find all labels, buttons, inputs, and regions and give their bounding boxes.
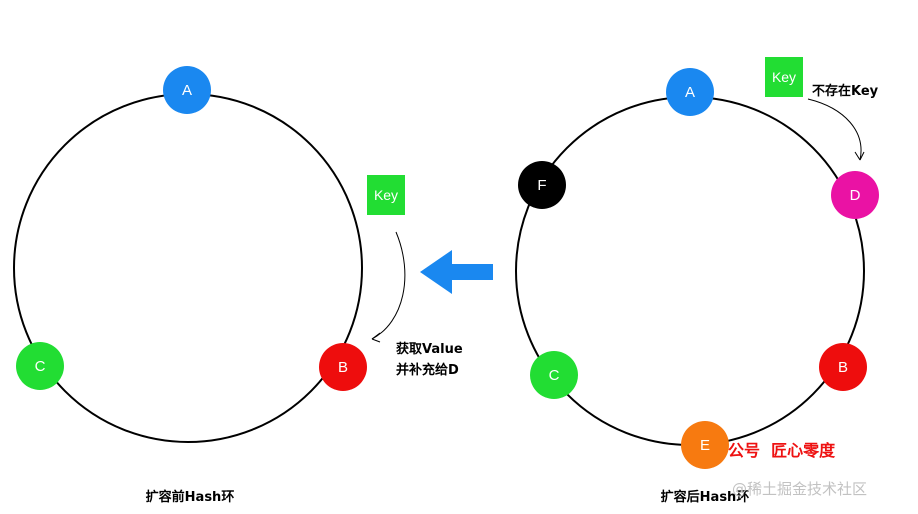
right-key-to-d-arrowhead <box>854 151 865 161</box>
left-node-b: B <box>319 343 367 391</box>
right-node-a-label: A <box>685 84 695 101</box>
left-key-to-b-arrowhead <box>371 332 381 343</box>
right-node-e: E <box>681 421 729 469</box>
left-node-b-circle <box>319 343 367 391</box>
right-node-d-circle <box>831 171 879 219</box>
right-node-d-label: D <box>850 187 861 204</box>
right-key-to-d-arrow <box>807 98 862 161</box>
right-node-f-label: F <box>537 177 546 194</box>
left-ring-circle <box>13 93 363 443</box>
left-node-a: A <box>163 66 211 114</box>
right-node-d: D <box>831 171 879 219</box>
left-key-label: Key <box>374 187 398 203</box>
left-key-box: Key <box>367 175 405 215</box>
left-node-c: C <box>16 342 64 390</box>
right-node-b-circle <box>819 343 867 391</box>
right-node-c-circle <box>530 351 578 399</box>
left-node-c-label: C <box>35 358 46 375</box>
left-caption: 扩容前Hash环 <box>146 489 235 505</box>
right-node-c: C <box>530 351 578 399</box>
expansion-arrow <box>420 250 493 294</box>
left-key-rect <box>367 175 405 215</box>
right-node-f-circle <box>518 161 566 209</box>
right-node-a-circle <box>666 68 714 116</box>
right-node-f: F <box>518 161 566 209</box>
left-note-line1: 获取Value <box>396 341 463 357</box>
right-caption: 扩容后Hash环 <box>661 489 750 505</box>
right-key-label: Key <box>772 69 796 85</box>
watermark-red-text: 公号 匠心零度 <box>728 441 836 460</box>
left-hash-ring: A B C Key 获取Value 并补充给D 扩容前Hash环 <box>13 66 463 505</box>
left-note-line2: 并补充给D <box>396 362 459 378</box>
right-node-c-label: C <box>549 367 560 384</box>
right-node-e-circle <box>681 421 729 469</box>
right-node-e-label: E <box>700 437 710 454</box>
left-node-a-circle <box>163 66 211 114</box>
right-key-rect <box>765 57 803 97</box>
right-node-b: B <box>819 343 867 391</box>
left-node-b-label: B <box>338 359 348 376</box>
left-node-c-circle <box>16 342 64 390</box>
watermark-gray-text: @稀土掘金技术社区 <box>732 480 867 498</box>
right-note: 不存在Key <box>812 83 879 99</box>
right-hash-ring: A D B E C F Key 不存在Key 扩容后Hash环 <box>515 57 879 505</box>
right-node-a: A <box>666 68 714 116</box>
left-node-a-label: A <box>182 82 192 99</box>
right-key-box: Key <box>765 57 803 97</box>
left-key-to-b-arrow <box>371 231 406 340</box>
right-node-b-label: B <box>838 359 848 376</box>
